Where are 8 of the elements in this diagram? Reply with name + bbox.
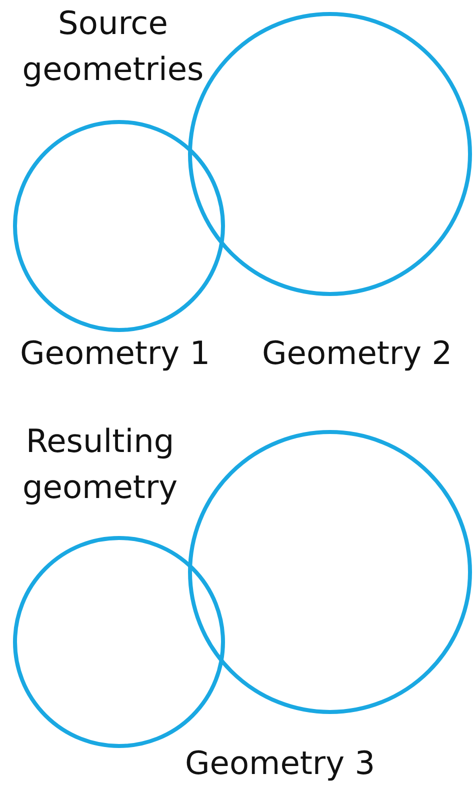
circle-outline bbox=[13, 120, 225, 332]
geometry-label: Geometry 3 bbox=[184, 743, 376, 784]
geometry-label: Geometry 2 bbox=[260, 333, 454, 374]
circle-outline bbox=[188, 430, 472, 714]
section-heading: Resulting geometry bbox=[21, 421, 179, 508]
section-heading: Source geometries bbox=[21, 3, 205, 90]
geometry-label: Geometry 1 bbox=[18, 333, 212, 374]
circle-outline bbox=[13, 536, 225, 748]
